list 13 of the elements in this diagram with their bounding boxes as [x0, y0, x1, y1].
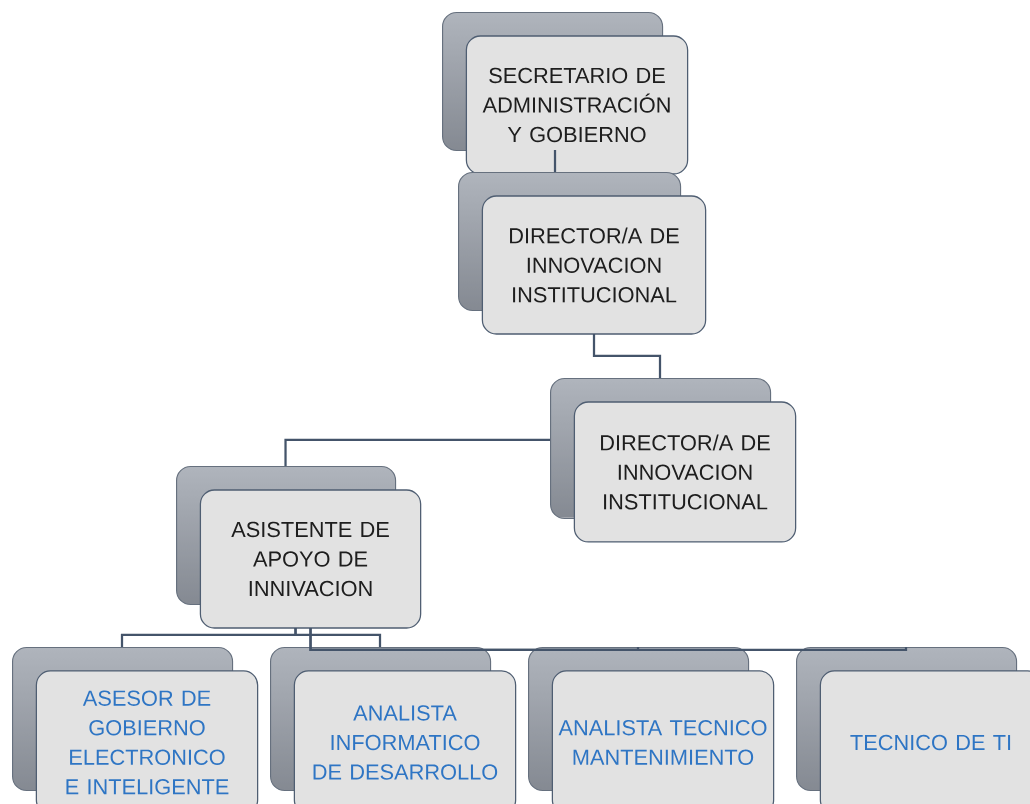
org-chart-box: DIRECTOR/A DE INNOVACION INSTITUCIONAL — [458, 172, 707, 335]
org-chart-box: TECNICO DE TI — [796, 647, 1030, 804]
connector-line — [592, 334, 662, 378]
connector-line — [294, 628, 382, 647]
org-chart-box: ANALISTA TECNICO MANTENIMIENTO — [528, 647, 775, 804]
org-chart-box: ANALISTA INFORMATICO DE DESARROLLO — [270, 647, 517, 804]
org-chart-box: ASESOR DE GOBIERNO ELECTRONICO E INTELIGENTE — [12, 647, 259, 804]
connector-line — [309, 628, 908, 652]
connector-line — [553, 150, 557, 172]
org-chart-box: ASISTENTE DE APOYO DE INNIVACION — [176, 466, 422, 629]
org-chart-box: SECRETARIO DE ADMINISTRACIÓN Y GOBIERNO — [442, 12, 689, 175]
connector-line — [284, 438, 550, 466]
org-chart-box: DIRECTOR/A DE INNOVACION INSTITUCIONAL — [550, 378, 797, 543]
